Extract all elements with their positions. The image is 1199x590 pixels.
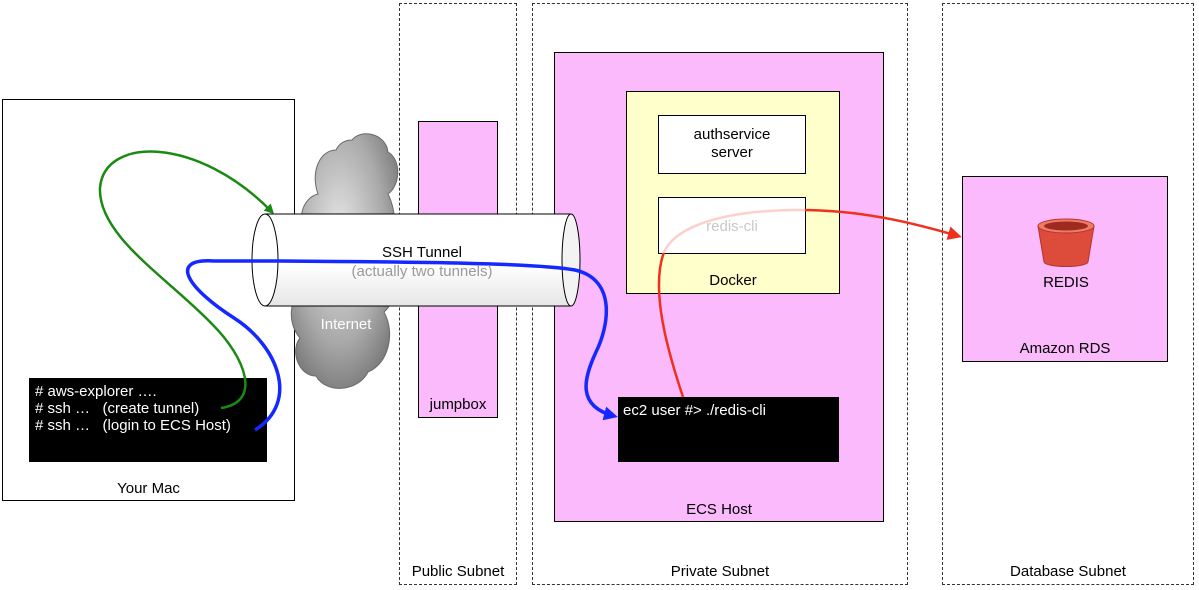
ec2-terminal-line: ec2 user #> ./redis-cli [623, 402, 766, 419]
internet-label: Internet [320, 316, 372, 333]
ssh-tunnel-subtitle: (actually two tunnels) [351, 263, 493, 280]
ssh-tunnel-title: SSH Tunnel [381, 244, 463, 261]
login-ecs-arrow [185, 259, 618, 432]
database-subnet-label: Database Subnet [1010, 563, 1126, 580]
ec2-terminal: ec2 user #> ./redis-cli [618, 397, 839, 462]
docker-label: Docker [709, 272, 757, 289]
mac-terminal: # aws-explorer …. # ssh … (create tunnel… [29, 378, 267, 462]
authservice-server-box [658, 115, 806, 174]
your-mac-label: Your Mac [117, 480, 180, 497]
create-tunnel-arrow [98, 150, 275, 410]
private-subnet-label: Private Subnet [670, 563, 770, 580]
public-subnet-label: Public Subnet [411, 563, 505, 580]
jumpbox-label: jumpbox [429, 396, 487, 413]
redis-label: REDIS [1043, 274, 1089, 291]
database-subnet-box [942, 3, 1194, 585]
terminal-line: # ssh … (login to ECS Host) [35, 417, 231, 434]
amazon-rds-label: Amazon RDS [1019, 340, 1111, 357]
redis-bucket-icon [1037, 218, 1095, 267]
terminal-line: # aws-explorer …. [35, 383, 157, 400]
ecs-host-label: ECS Host [686, 501, 752, 518]
amazon-rds-box [962, 176, 1168, 362]
authservice-server-label: authservice server [693, 126, 771, 161]
terminal-line: # ssh … (create tunnel) [35, 400, 200, 417]
